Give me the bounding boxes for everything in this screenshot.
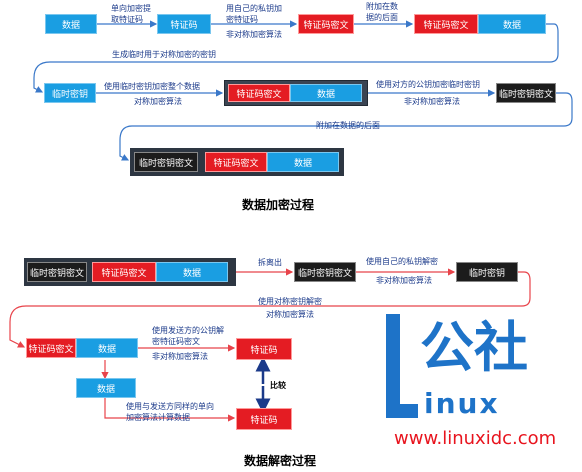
enc-data-box-2: 数据 <box>478 14 546 34</box>
arrow-to-sym-decrypt <box>9 271 531 348</box>
label-gen-key: 生成临时用于对称加密的密钥 <box>112 50 216 59</box>
enc-frame-digest-cipher: 特证码密文 <box>228 84 290 102</box>
dec-digest-cipher-2: 特证码密文 <box>26 338 76 358</box>
dec-temp-key: 临时密钥 <box>456 262 518 282</box>
enc-digest-cipher-box-2: 特证码密文 <box>414 14 478 34</box>
enc-final-data: 数据 <box>267 152 339 172</box>
label-verify-1: 使用发送方的公钥解 <box>152 326 224 335</box>
label-hash-1: 单向加密提 <box>111 4 151 13</box>
dec-data-2: 数据 <box>76 338 138 358</box>
label-enc-all: 使用临时密钥加密整个数据 <box>104 82 200 91</box>
decryption-title: 数据解密过程 <box>244 454 317 468</box>
dec-digest-b: 特证码 <box>236 408 292 430</box>
dec-data-3: 数据 <box>76 378 136 398</box>
label-asym-alg: 非对称加密算法 <box>404 97 460 106</box>
label-append-end: 附加在数据的后面 <box>316 121 380 130</box>
dec-digest-cipher: 特证码密文 <box>92 262 156 282</box>
enc-digest-box: 特证码 <box>157 14 211 34</box>
label-append-1: 附加在数 <box>366 2 398 11</box>
label-split: 拆离出 <box>258 258 282 267</box>
label-dec-sym: 使用对称密钥解密 <box>258 297 322 306</box>
label-sym-alg: 对称加密算法 <box>134 97 182 106</box>
label-dec-sym-alg: 对称加密算法 <box>266 310 314 319</box>
label-enc-key: 使用对方的公钥加密临时密钥 <box>376 80 480 89</box>
label-compare: 比较 <box>270 381 286 390</box>
logo-text: 公社 <box>420 316 528 379</box>
encryption-title: 数据加密过程 <box>242 198 315 212</box>
label-sign-2: 密特证码 <box>226 15 258 24</box>
label-hash-2: 取特证码 <box>111 15 143 24</box>
dec-temp-key-cipher: 临时密钥密文 <box>27 262 87 282</box>
dec-digest-a: 特证码 <box>236 338 292 360</box>
label-dec-asym: 非对称加密算法 <box>376 276 432 285</box>
label-hash-calc-1: 使用与发送方同样的单向 <box>126 402 214 411</box>
label-verify-3: 非对称加密算法 <box>152 352 208 361</box>
logo-l-shape-icon <box>386 314 418 418</box>
label-sign-3: 非对称加密算法 <box>226 30 282 39</box>
dec-data: 数据 <box>156 262 228 282</box>
label-sign-1: 用自己的私钥加 <box>226 4 282 13</box>
enc-final-key-cipher: 临时密钥密文 <box>134 152 198 172</box>
enc-final-digest-cipher: 特证码密文 <box>205 152 267 172</box>
label-verify-2: 密特征码密文 <box>152 337 200 346</box>
label-dec-key: 使用自己的私钥解密 <box>366 257 438 266</box>
arrow-to-final <box>119 92 573 161</box>
arrow-hash-digest <box>104 396 236 422</box>
arrow-to-temp-key <box>33 23 559 93</box>
enc-temp-key-cipher-box: 临时密钥密文 <box>496 83 556 103</box>
logo-url: www.linuxidc.com <box>394 428 557 449</box>
enc-frame-data: 数据 <box>290 84 362 102</box>
enc-data-box: 数据 <box>45 14 97 34</box>
label-append-2: 据的后面 <box>366 13 398 22</box>
label-hash-calc-2: 加密算法计算数据 <box>126 413 190 422</box>
enc-digest-cipher-box: 特证码密文 <box>298 14 354 34</box>
logo-sub-text: inux <box>424 387 500 420</box>
enc-temp-key-box: 临时密钥 <box>44 83 96 103</box>
dec-temp-key-cipher-2: 临时密钥密文 <box>294 262 356 282</box>
